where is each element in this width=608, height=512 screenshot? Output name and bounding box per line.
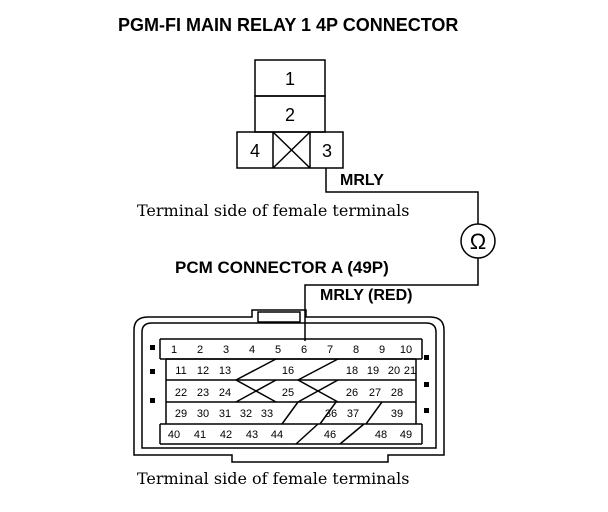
pcm-terminal-13: 13 [219, 365, 231, 377]
pcm-terminal-41: 41 [194, 429, 206, 441]
relay-terminal-2: 2 [285, 105, 295, 125]
relay-wire-label: MRLY [340, 172, 384, 189]
pcm-terminal-36: 36 [325, 408, 337, 420]
pcm-terminal-2: 2 [197, 344, 203, 356]
pcm-terminal-29: 29 [175, 408, 187, 420]
pcm-terminal-3: 3 [223, 344, 229, 356]
relay-terminal-1: 1 [285, 69, 295, 89]
relay-terminal-3: 3 [322, 141, 332, 161]
pcm-terminal-26: 26 [346, 387, 358, 399]
relay-connector-title: PGM-FI MAIN RELAY 1 4P CONNECTOR [118, 15, 459, 35]
pcm-terminal-24: 24 [219, 387, 231, 399]
pcm-terminal-9: 9 [379, 344, 385, 356]
pcm-connector-housing [133, 309, 445, 463]
pcm-mrly-wire [304, 258, 479, 341]
pcm-terminal-48: 48 [375, 429, 387, 441]
pcm-terminal-49: 49 [400, 429, 412, 441]
pcm-terminal-42: 42 [220, 429, 232, 441]
pcm-terminal-21: 21 [404, 365, 416, 377]
pcm-blank-cavity-cross [235, 358, 277, 381]
pcm-terminal-6: 6 [301, 344, 307, 356]
pcm-terminal-18: 18 [346, 365, 358, 377]
pcm-terminal-30: 30 [197, 408, 209, 420]
pcm-terminal-7: 7 [327, 344, 333, 356]
pcm-wire-label: MRLY (RED) [320, 287, 413, 304]
pcm-terminal-12: 12 [197, 365, 209, 377]
pcm-terminal-25: 25 [282, 387, 294, 399]
pcm-terminal-32: 32 [240, 408, 252, 420]
pcm-terminal-4: 4 [249, 344, 255, 356]
relay-bottom-row [236, 131, 344, 169]
pcm-connector-latch [257, 311, 301, 323]
pcm-terminal-28: 28 [391, 387, 403, 399]
pcm-terminal-16: 16 [282, 365, 294, 377]
pcm-terminal-23: 23 [197, 387, 209, 399]
pcm-terminal-27: 27 [369, 387, 381, 399]
relay-mrly-wire [325, 168, 479, 224]
pcm-terminal-1: 1 [171, 344, 177, 356]
pcm-terminal-side-caption: Terminal side of female terminals [137, 469, 410, 488]
pcm-terminal-10: 10 [400, 344, 412, 356]
pcm-terminal-44: 44 [271, 429, 283, 441]
pcm-terminal-46: 46 [324, 429, 336, 441]
ohm-symbol: Ω [470, 229, 486, 254]
pcm-terminal-43: 43 [246, 429, 258, 441]
pcm-terminal-39: 39 [391, 408, 403, 420]
pcm-connector-inner-wall [141, 322, 437, 449]
pcm-terminal-11: 11 [175, 365, 186, 377]
pcm-terminal-19: 19 [367, 365, 379, 377]
pcm-terminal-31: 31 [219, 408, 231, 420]
pcm-terminal-8: 8 [353, 344, 359, 356]
relay-terminal-4: 4 [250, 141, 260, 161]
pcm-terminal-20: 20 [388, 365, 400, 377]
pcm-terminal-5: 5 [275, 344, 281, 356]
pcm-terminal-37: 37 [347, 408, 359, 420]
pcm-terminal-40: 40 [168, 429, 180, 441]
relay-terminal-side-caption: Terminal side of female terminals [137, 201, 410, 220]
pcm-terminal-22: 22 [175, 387, 187, 399]
pcm-terminal-33: 33 [261, 408, 273, 420]
pcm-connector-title: PCM CONNECTOR A (49P) [175, 258, 389, 277]
